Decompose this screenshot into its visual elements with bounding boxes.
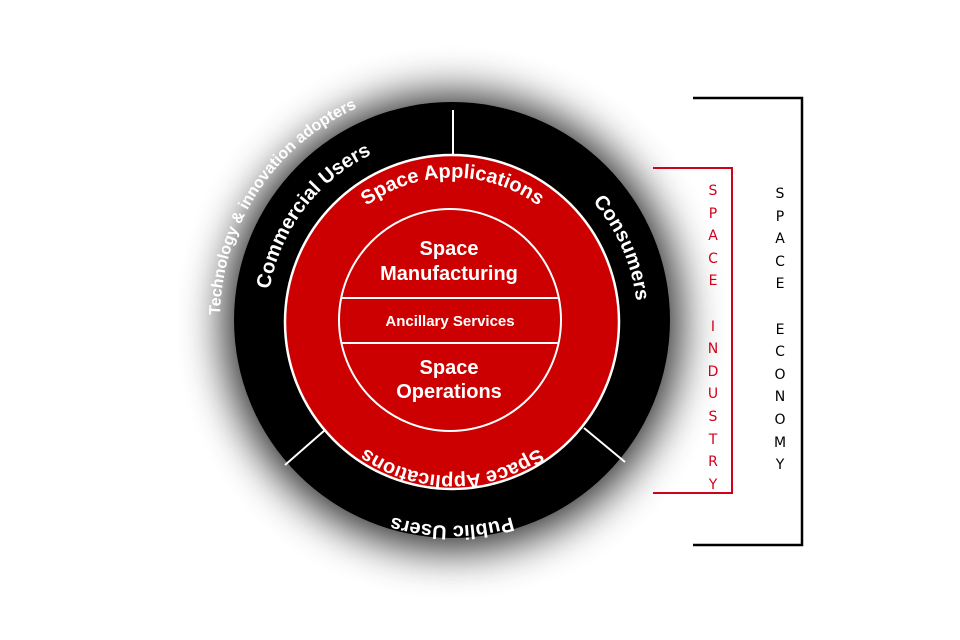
vertical-letter: T bbox=[708, 431, 718, 448]
vertical-letter: Y bbox=[775, 457, 785, 474]
space-industry-bracket bbox=[653, 167, 733, 494]
space-manufacturing-line1: Space bbox=[420, 238, 479, 260]
vertical-letter: S bbox=[708, 183, 718, 199]
vertical-letter: N bbox=[707, 341, 719, 358]
divider-left bbox=[284, 429, 326, 466]
space-operations-line2: Operations bbox=[396, 381, 502, 403]
vertical-letter bbox=[711, 293, 715, 316]
core-circle bbox=[338, 208, 562, 432]
vertical-letter: A bbox=[708, 228, 718, 245]
vertical-letter: P bbox=[775, 208, 785, 225]
vertical-letter: C bbox=[708, 250, 718, 267]
vertical-letter: S bbox=[708, 408, 718, 425]
vertical-letter: M bbox=[773, 434, 787, 451]
vertical-letter: N bbox=[774, 389, 786, 406]
vertical-letter: P bbox=[708, 205, 718, 222]
vertical-letter bbox=[778, 296, 782, 319]
vertical-letter: E bbox=[775, 321, 785, 338]
vertical-letter: C bbox=[775, 344, 785, 361]
vertical-letter: E bbox=[708, 273, 718, 290]
vertical-letter: A bbox=[775, 231, 785, 248]
vertical-letter: U bbox=[707, 386, 719, 403]
space-operations-line1: Space bbox=[420, 357, 479, 379]
vertical-letter: S bbox=[775, 186, 785, 202]
ancillary-services: Ancillary Services bbox=[385, 313, 514, 330]
divider-right bbox=[583, 427, 626, 463]
vertical-letter: D bbox=[707, 363, 719, 380]
space-manufacturing-line2: Manufacturing bbox=[380, 263, 518, 285]
vertical-letter: O bbox=[774, 411, 786, 428]
vertical-letter: E bbox=[775, 276, 785, 293]
vertical-letter: I bbox=[710, 318, 716, 335]
vertical-letter: R bbox=[708, 454, 718, 471]
vertical-letter: Y bbox=[708, 476, 718, 493]
space-economy-bracket bbox=[693, 96, 804, 547]
vertical-letter: O bbox=[774, 366, 786, 383]
vertical-letter: C bbox=[775, 253, 785, 270]
